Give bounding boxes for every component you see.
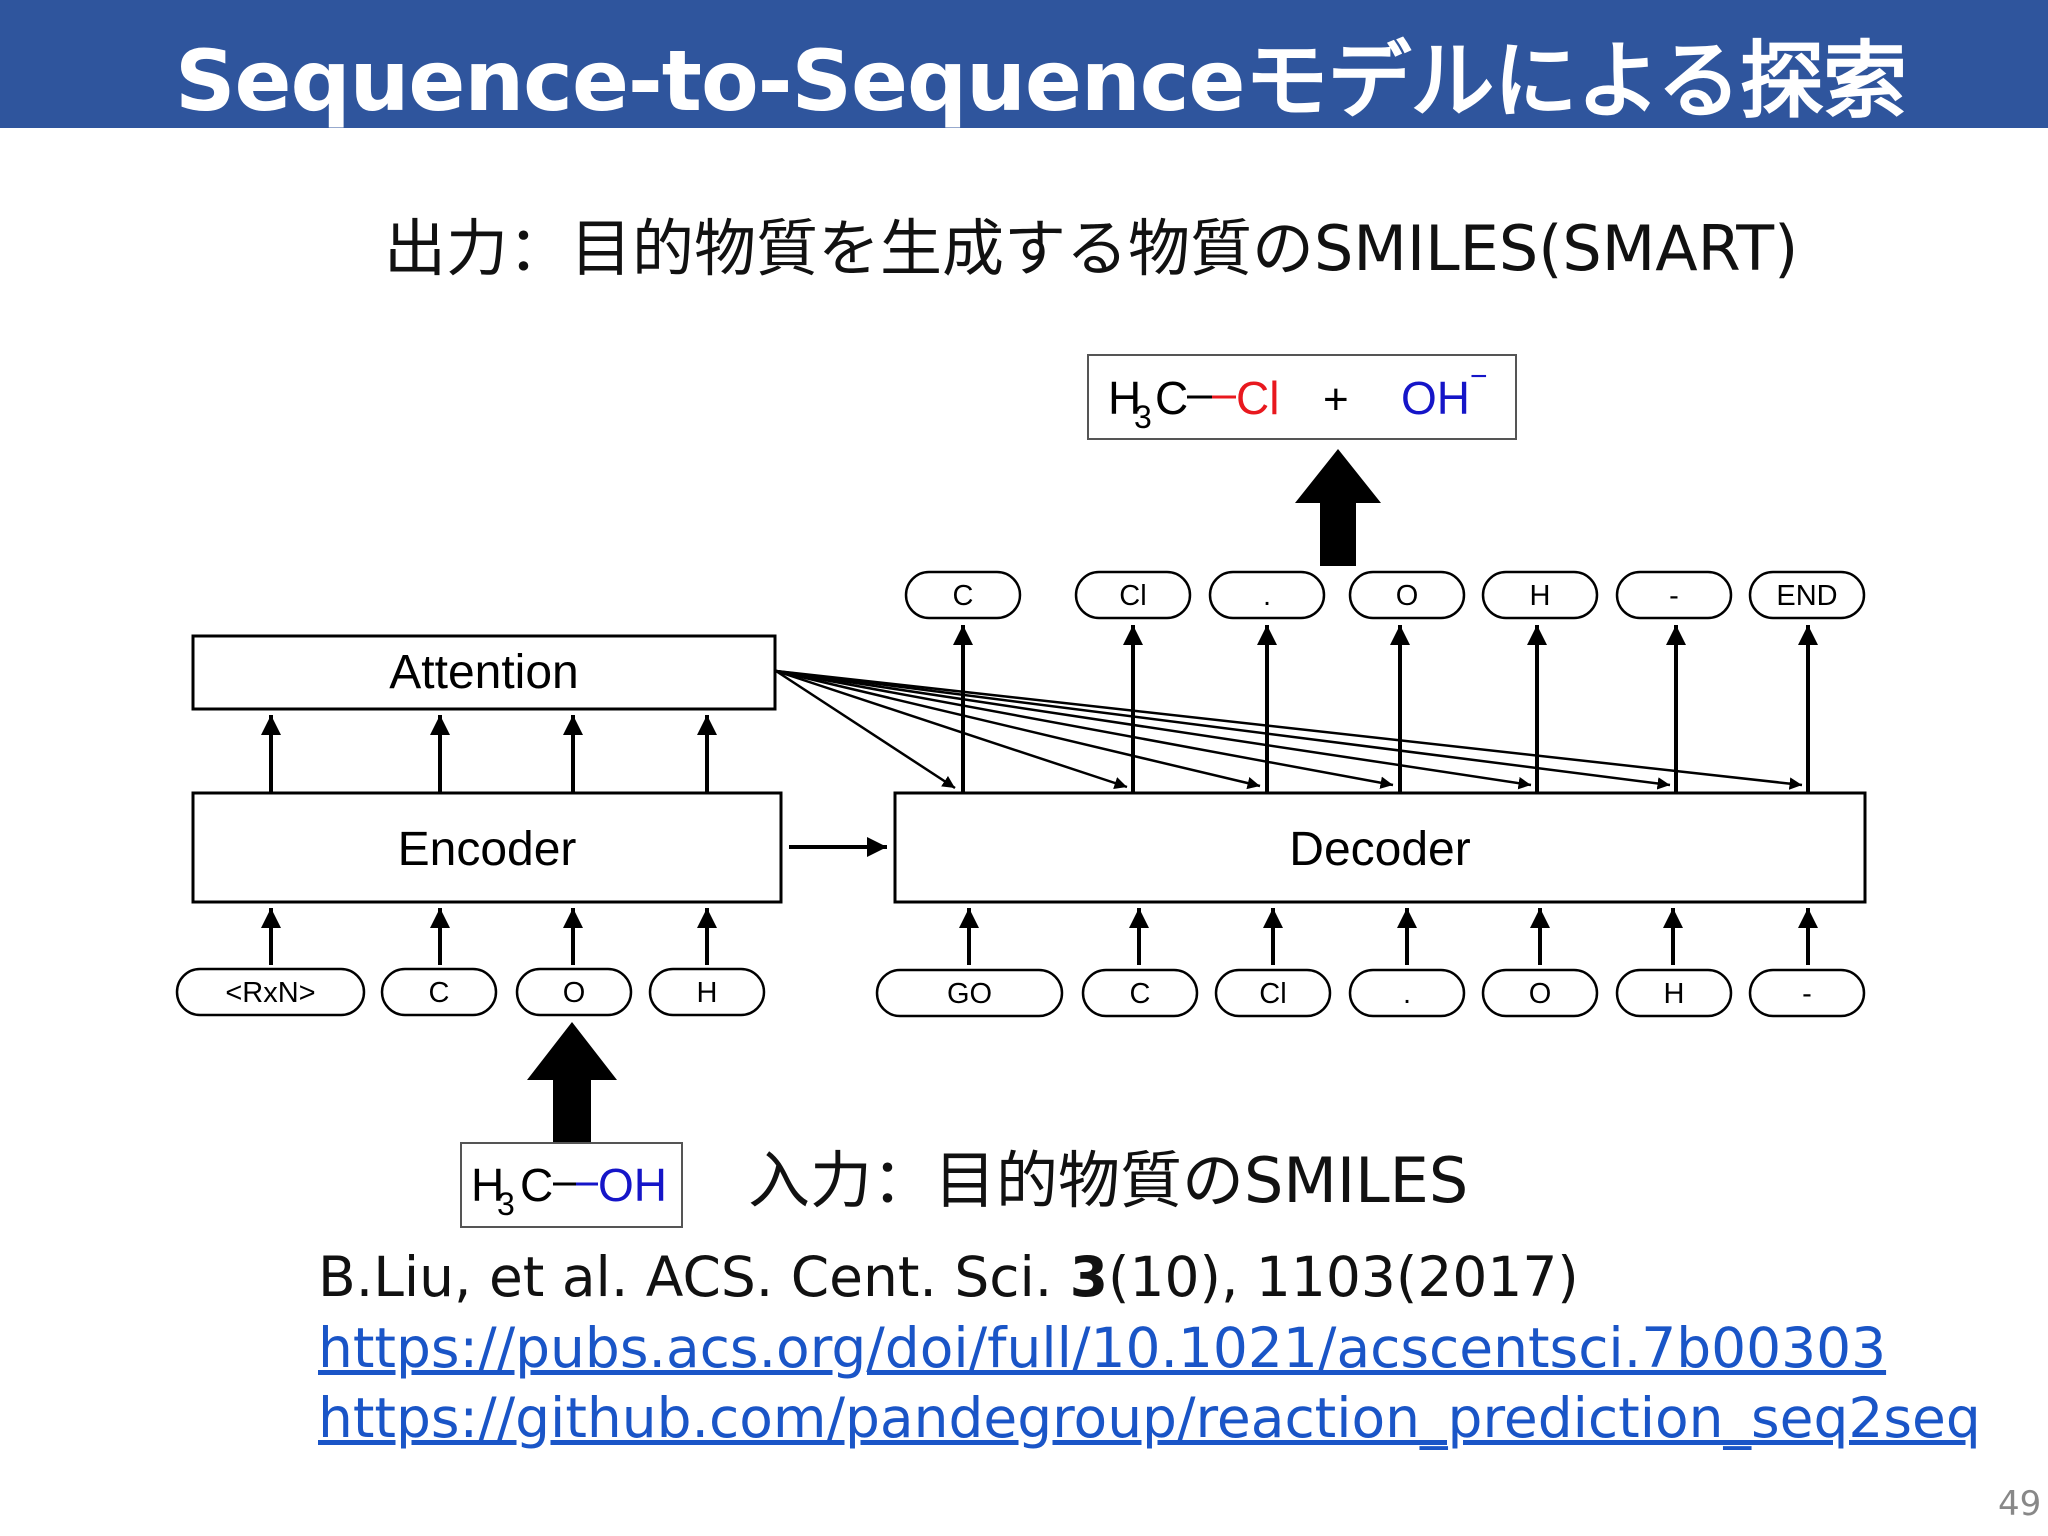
encoder-box bbox=[191, 791, 783, 904]
svg-text:OH: OH bbox=[598, 1159, 667, 1211]
decoder-output-token: Cl bbox=[1119, 580, 1146, 612]
decoder-input-token: H bbox=[1664, 978, 1685, 1010]
decoder-input-token: Cl bbox=[1259, 978, 1286, 1010]
encoder-label: Encoder bbox=[398, 823, 577, 876]
output-molecule-box bbox=[1087, 354, 1517, 440]
output-caption: 出力：目的物質を生成する物質のSMILES(SMART) bbox=[384, 212, 1799, 285]
encoder-input-pill bbox=[515, 967, 633, 1017]
decoder-output-token: END bbox=[1776, 580, 1837, 612]
decoder-output-token: O bbox=[1396, 580, 1419, 612]
decoder-output-tokens: C Cl. O H - END bbox=[904, 570, 1866, 620]
decoder-input-pill bbox=[875, 968, 1064, 1018]
decoder-input-pill bbox=[1748, 968, 1866, 1018]
encoder-input-pill bbox=[175, 967, 366, 1017]
title-bar: Sequence-to-Sequenceモデルによる探索 bbox=[0, 0, 2048, 130]
slide-title: Sequence-to-Sequenceモデルによる探索 bbox=[175, 32, 1907, 130]
decoder-output-token: . bbox=[1263, 580, 1271, 612]
decoder-output-pill bbox=[1615, 570, 1733, 620]
decoder-input-pill bbox=[1348, 968, 1466, 1018]
decoder-output-pill bbox=[1748, 570, 1866, 620]
svg-text:Cl: Cl bbox=[1236, 372, 1279, 424]
encoder-to-attention-arrows bbox=[261, 715, 717, 793]
decoder-output-token: C bbox=[953, 580, 974, 612]
citation-suffix: (10), 1103(2017) bbox=[1108, 1245, 1579, 1309]
svg-text:OH: OH bbox=[1401, 372, 1470, 424]
citation-prefix: B.Liu, et al. ACS. Cent. Sci. bbox=[318, 1245, 1070, 1309]
svg-text:3: 3 bbox=[497, 1186, 515, 1222]
attention-label: Attention bbox=[389, 646, 578, 699]
decoder-output-pill bbox=[1348, 570, 1466, 620]
decoder-output-pill bbox=[1074, 570, 1192, 620]
input-caption: 入力：目的物質のSMILES bbox=[748, 1144, 1469, 1217]
decoder-input-token: GO bbox=[947, 978, 992, 1010]
decoder-input-pill bbox=[1615, 968, 1733, 1018]
svg-text:3: 3 bbox=[1134, 399, 1152, 435]
svg-text:C: C bbox=[520, 1159, 553, 1211]
decoder-input-token: . bbox=[1403, 978, 1411, 1010]
decoder-input-tokens: GO C Cl. O H - bbox=[875, 968, 1866, 1018]
encoder-input-token: C bbox=[429, 977, 450, 1009]
decoder-output-pill bbox=[904, 570, 1022, 620]
decoder-label: Decoder bbox=[1289, 823, 1470, 876]
encoder-input-pill bbox=[380, 967, 498, 1017]
encoder-input-token: H bbox=[697, 977, 718, 1009]
attention-box bbox=[191, 634, 777, 711]
page-number: 49 bbox=[1998, 1484, 2042, 1524]
decoder-input-arrows bbox=[959, 908, 1818, 965]
decoder-input-token: O bbox=[1529, 978, 1552, 1010]
decoder-input-pill bbox=[1214, 968, 1332, 1018]
input-molecule: H 3 C OH bbox=[471, 1159, 667, 1222]
decoder-input-token: C bbox=[1130, 978, 1151, 1010]
citation: B.Liu, et al. ACS. Cent. Sci. 3(10), 110… bbox=[318, 1245, 1579, 1309]
encoder-input-token: O bbox=[563, 977, 586, 1009]
decoder-input-pill bbox=[1081, 968, 1199, 1018]
input-big-arrow bbox=[527, 1022, 617, 1142]
output-big-arrow bbox=[1295, 449, 1381, 566]
encoder-input-pill bbox=[648, 967, 766, 1017]
paper-link[interactable]: https://pubs.acs.org/doi/full/10.1021/ac… bbox=[318, 1316, 1887, 1380]
decoder-input-pill bbox=[1481, 968, 1599, 1018]
decoder-output-token: H bbox=[1530, 580, 1551, 612]
attention-to-decoder-arrows bbox=[775, 669, 1803, 790]
output-molecule: H 3 C Cl + OH − bbox=[1108, 360, 1488, 435]
encoder-input-token: <RxN> bbox=[225, 977, 315, 1009]
svg-text:−: − bbox=[1470, 360, 1488, 393]
github-link[interactable]: https://github.com/pandegroup/reaction_p… bbox=[318, 1386, 1981, 1450]
svg-text:C: C bbox=[1155, 372, 1188, 424]
decoder-output-arrows bbox=[953, 625, 1818, 793]
decoder-box bbox=[893, 791, 1867, 904]
encoder-input-arrows bbox=[261, 908, 717, 965]
decoder-input-token: - bbox=[1802, 978, 1812, 1010]
decoder-output-pill bbox=[1208, 570, 1326, 620]
svg-text:+: + bbox=[1323, 375, 1349, 424]
decoder-output-token: - bbox=[1669, 580, 1679, 612]
svg-text:H: H bbox=[1108, 372, 1141, 424]
decoder-output-pill bbox=[1481, 570, 1599, 620]
citation-volume: 3 bbox=[1069, 1245, 1109, 1309]
encoder-input-tokens: <RxN> C O H bbox=[175, 967, 766, 1017]
svg-text:H: H bbox=[471, 1159, 504, 1211]
